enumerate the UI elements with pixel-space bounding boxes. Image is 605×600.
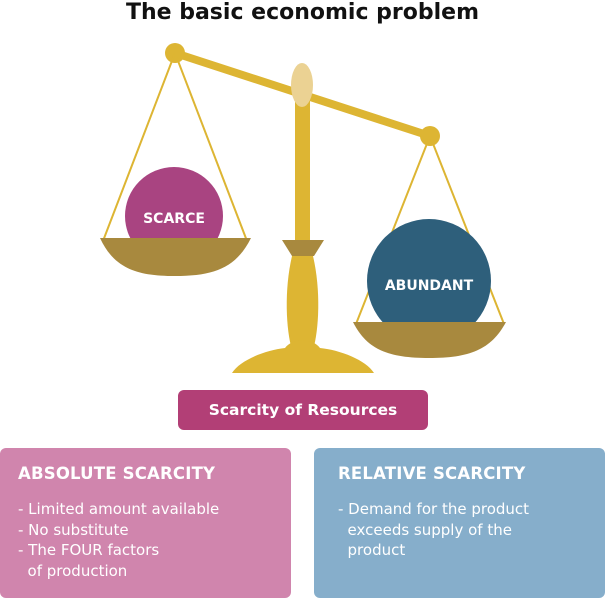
absolute-scarcity-heading: ABSOLUTE SCARCITY xyxy=(18,464,216,483)
abundant-orb xyxy=(367,219,491,343)
balance-scale: SCARCE ABUNDANT xyxy=(100,43,506,373)
relative-scarcity-heading: RELATIVE SCARCITY xyxy=(338,464,526,483)
diagram-title: The basic economic problem xyxy=(125,0,480,25)
left-string-outer xyxy=(102,52,176,242)
scarce-label: SCARCE xyxy=(143,211,205,227)
list-item: - The FOUR factors xyxy=(18,541,160,559)
scale-post xyxy=(295,100,310,242)
absolute-scarcity-list: - Limited amount available - No substitu… xyxy=(18,499,291,581)
relative-scarcity-list: - Demand for the product exceeds supply … xyxy=(338,499,605,561)
scale-base xyxy=(232,340,374,373)
left-string-inner xyxy=(174,52,248,242)
list-item: of production xyxy=(18,561,128,580)
relative-scarcity-box: RELATIVE SCARCITY - Demand for the produ… xyxy=(314,448,605,598)
list-item: - Demand for the product xyxy=(338,500,530,518)
abundant-label: ABUNDANT xyxy=(385,278,474,294)
scale-column xyxy=(286,256,319,350)
scale-finial xyxy=(291,63,313,107)
list-item: - No substitute xyxy=(18,520,129,539)
right-string-inner xyxy=(429,135,505,325)
list-item: exceeds supply of the xyxy=(338,520,512,539)
list-item: - Limited amount available xyxy=(18,500,220,518)
absolute-scarcity-box: ABSOLUTE SCARCITY - Limited amount avail… xyxy=(0,448,291,598)
left-pan xyxy=(100,238,251,276)
list-item: product xyxy=(338,541,406,559)
scarcity-of-resources-label: Scarcity of Resources xyxy=(178,390,428,430)
scale-collar xyxy=(282,240,324,256)
right-pan xyxy=(353,322,506,358)
